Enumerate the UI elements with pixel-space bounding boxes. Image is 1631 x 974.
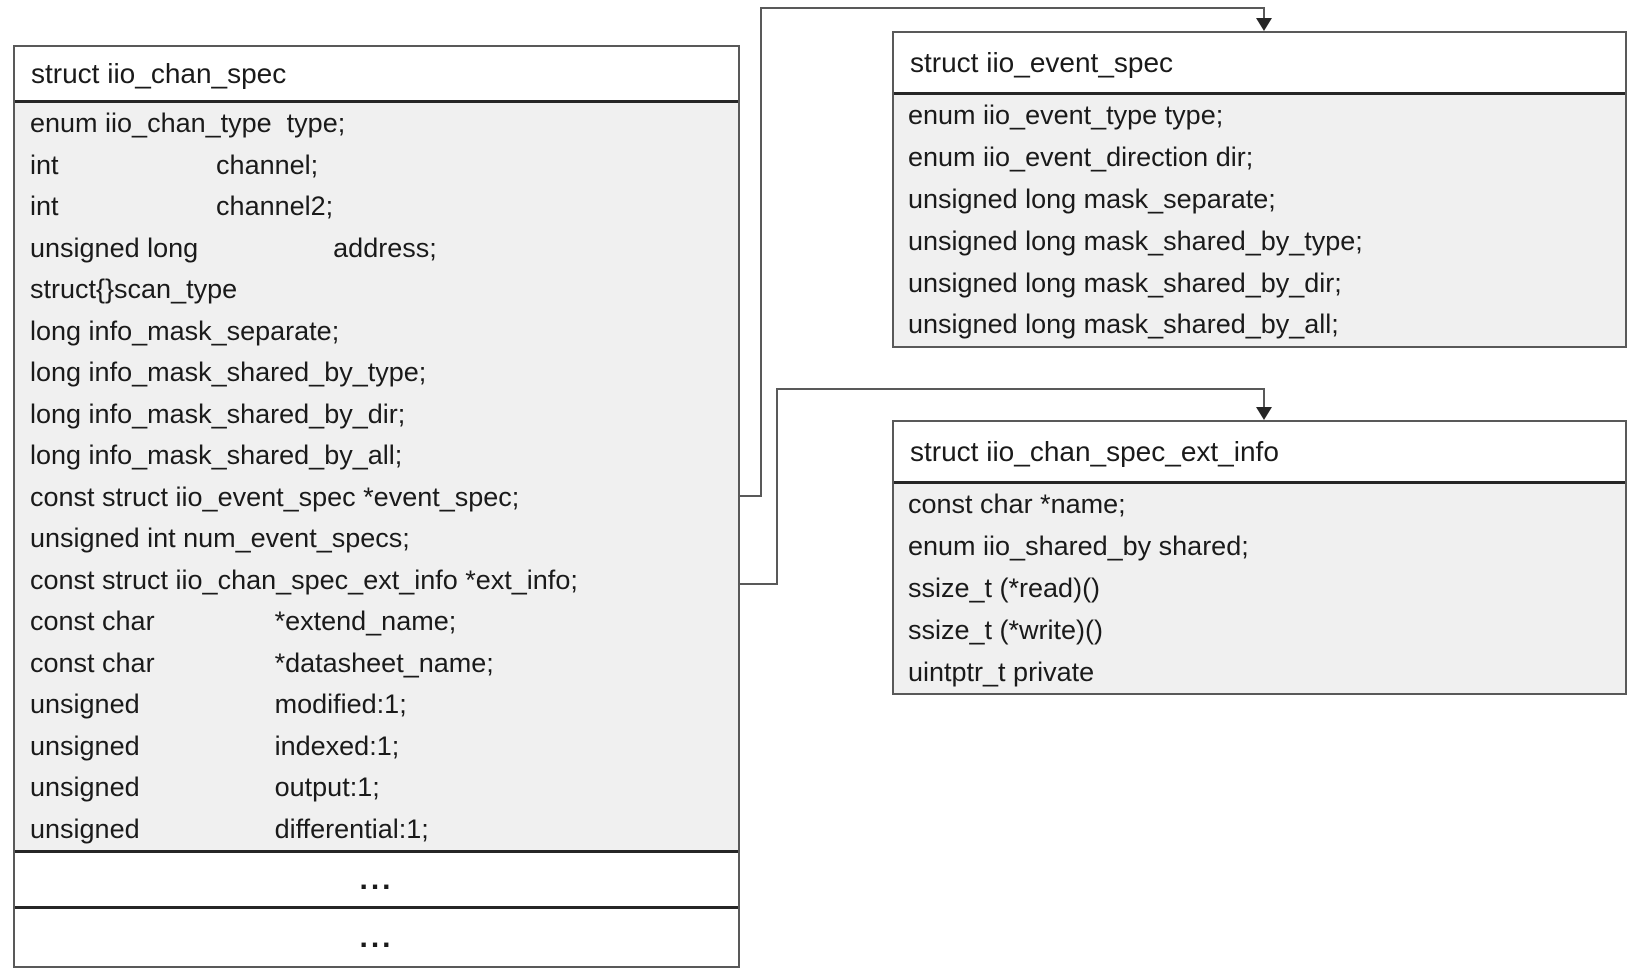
struct-field: ssize_t (*read)() (908, 572, 1101, 603)
struct-field-list: const char *name; enum iio_shared_by sha… (894, 484, 1625, 693)
struct-field: unsigned long mask_shared_by_type; (908, 225, 1363, 256)
connector-line (760, 7, 762, 497)
struct-field: enum iio_event_direction dir; (908, 142, 1254, 173)
struct-field: ssize_t (*write)() (908, 614, 1104, 645)
struct-field-event-spec: const struct iio_event_spec *event_spec; (30, 481, 520, 512)
connector-line (1263, 7, 1265, 20)
struct-field: long info_mask_shared_by_type; (30, 357, 427, 388)
struct-field: unsigned output:1; (30, 772, 380, 803)
struct-field: const char *name; (908, 489, 1126, 520)
struct-field-ext-info: const struct iio_chan_spec_ext_info *ext… (30, 564, 578, 595)
struct-field: enum iio_event_type type; (908, 100, 1224, 131)
struct-field: unsigned differential:1; (30, 813, 429, 844)
ellipsis-section: ... (15, 906, 738, 966)
connector-line (776, 388, 778, 585)
struct-field: int channel; (30, 149, 319, 180)
struct-field: unsigned int num_event_specs; (30, 523, 410, 554)
struct-title: struct iio_event_spec (894, 33, 1625, 95)
arrowhead-down-icon (1256, 407, 1272, 420)
struct-title: struct iio_chan_spec_ext_info (894, 422, 1625, 484)
connector-line (760, 7, 1265, 9)
struct-box-iio-chan-spec-ext-info: struct iio_chan_spec_ext_info const char… (892, 420, 1627, 695)
connector-line (1263, 388, 1265, 407)
connector-line (740, 495, 762, 497)
connector-line (776, 388, 1265, 390)
connector-line (740, 583, 778, 585)
struct-title: struct iio_chan_spec (15, 47, 738, 103)
struct-field: long info_mask_separate; (30, 315, 340, 346)
arrowhead-down-icon (1256, 18, 1272, 31)
struct-box-iio-event-spec: struct iio_event_spec enum iio_event_typ… (892, 31, 1627, 348)
struct-field: unsigned indexed:1; (30, 730, 400, 761)
struct-field: uintptr_t private (908, 656, 1095, 687)
struct-field: struct{}scan_type (30, 274, 238, 305)
struct-field-list: enum iio_chan_type type; int channel; in… (15, 103, 738, 850)
struct-field: unsigned long mask_shared_by_all; (908, 309, 1339, 340)
ellipsis-section: ... (15, 850, 738, 906)
struct-field: long info_mask_shared_by_all; (30, 440, 403, 471)
struct-field-list: enum iio_event_type type; enum iio_event… (894, 95, 1625, 346)
struct-field: long info_mask_shared_by_dir; (30, 398, 406, 429)
struct-field: const char *datasheet_name; (30, 647, 494, 678)
struct-field: const char *extend_name; (30, 606, 457, 637)
struct-field: unsigned long mask_separate; (908, 183, 1276, 214)
struct-field: enum iio_chan_type type; (30, 108, 346, 139)
struct-field: unsigned long address; (30, 232, 437, 263)
struct-field: unsigned modified:1; (30, 689, 407, 720)
struct-box-iio-chan-spec: struct iio_chan_spec enum iio_chan_type … (13, 45, 740, 968)
struct-field: enum iio_shared_by shared; (908, 531, 1249, 562)
struct-field: int channel2; (30, 191, 334, 222)
struct-field: unsigned long mask_shared_by_dir; (908, 267, 1342, 298)
